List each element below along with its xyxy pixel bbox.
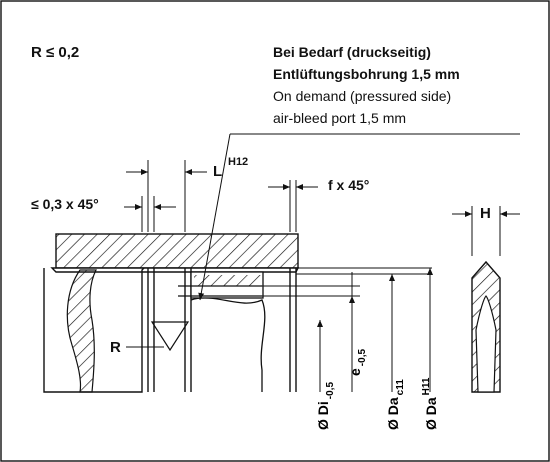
bevel-dimension [268,180,318,232]
housing-section [50,233,300,273]
height-label: H [480,205,491,222]
bleed-note-de-1: Bei Bedarf (druckseitig) [273,44,431,60]
length-dimension [126,160,207,232]
radius-note: R ≤ 0,2 [31,44,80,61]
chamfer-dimension [124,196,176,232]
di-label: Ø Di-0,5 [315,382,336,430]
chamfer-label: ≤ 0,3 x 45° [31,196,99,212]
da-c11-label: Ø Dac11 [385,379,406,430]
groove-radius-detail [126,321,190,352]
diameter-dimensions [317,268,433,392]
e-label: e-0,5 [347,349,368,376]
left-wall-section [43,267,145,393]
length-label: L [213,163,223,180]
bleed-note-en-2: air-bleed port 1,5 mm [273,110,407,126]
bevel-label: f x 45° [328,177,370,193]
groove-radius-label: R [110,339,121,356]
length-tolerance: H12 [228,156,249,168]
bleed-note-en-1: On demand (pressured side) [273,88,452,104]
bleed-note-de-2: Entlüftungsbohrung 1,5 mm [273,66,460,82]
groove-body [147,267,432,392]
da-h11-label: Ø DaH11 [421,377,439,430]
ring-profile [452,206,520,393]
